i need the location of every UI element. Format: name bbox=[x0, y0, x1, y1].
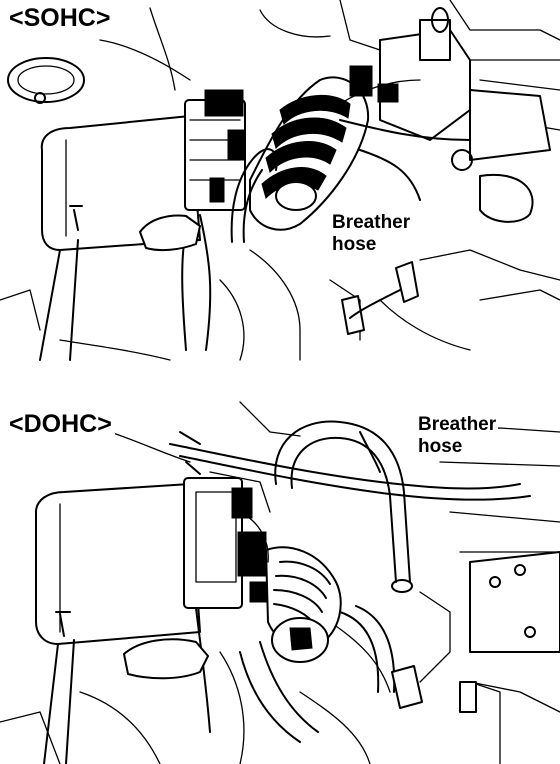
dohc-intake-duct bbox=[265, 546, 342, 663]
dohc-breather-hose-label: Breather hose bbox=[416, 414, 499, 458]
dohc-wire-harness bbox=[169, 431, 531, 563]
dohc-lower-hoses bbox=[239, 431, 423, 743]
sohc-air-cleaner bbox=[39, 115, 201, 361]
dohc-engine-tag: <DOHC> bbox=[6, 410, 115, 438]
sohc-cap bbox=[7, 57, 85, 104]
sohc-background-lines bbox=[0, 0, 560, 361]
sohc-breather-hose bbox=[230, 148, 278, 243]
sohc-breather-hose-label-line1: Breather bbox=[332, 212, 411, 233]
sohc-breather-hose-label: Breather hose bbox=[330, 212, 413, 256]
sohc-intake-duct bbox=[249, 76, 370, 231]
sohc-engine-tag: <SOHC> bbox=[6, 4, 114, 32]
sohc-breather-hose-label-line2: hose bbox=[332, 234, 377, 255]
dohc-connector-plug bbox=[123, 638, 209, 680]
sohc-diagram-panel: <SOHC> Breather hose bbox=[0, 0, 560, 368]
dohc-breather-hose-label-line1: Breather bbox=[418, 414, 497, 435]
dohc-air-cleaner bbox=[35, 483, 201, 764]
sohc-hose-clamps bbox=[341, 261, 419, 335]
dohc-cam-cover bbox=[459, 551, 560, 764]
dohc-breather-hose-label-line2: hose bbox=[418, 436, 463, 457]
sohc-connector-plug bbox=[139, 214, 201, 252]
dohc-diagram-panel: <DOHC> Breather hose bbox=[0, 392, 560, 764]
sohc-cylinder-head bbox=[329, 7, 551, 223]
dohc-breather-hose bbox=[274, 420, 413, 593]
dohc-throttle-body bbox=[183, 477, 275, 733]
sohc-engine-drawing bbox=[0, 0, 560, 361]
dohc-engine-drawing bbox=[0, 401, 560, 764]
